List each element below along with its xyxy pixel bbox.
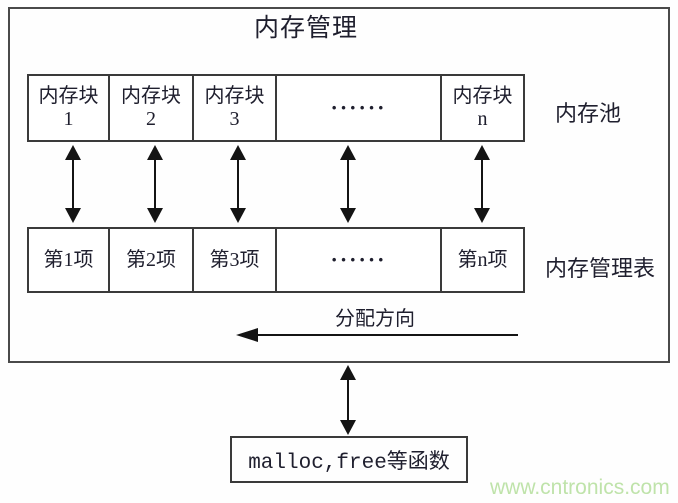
arrow-up-icon [230, 145, 246, 160]
arrow-down-icon [147, 208, 163, 223]
arrow-up-icon [65, 145, 81, 160]
ellipsis-dots: ······ [330, 247, 387, 272]
memory-block-1: 内存块 1 [27, 74, 110, 142]
table-ellipsis: ······ [275, 227, 442, 293]
memory-block-n: 内存块 n [440, 74, 525, 142]
table-item-3: 第3项 [192, 227, 277, 293]
double-arrow-link-1 [65, 145, 81, 223]
memory-pool-row: 内存块 1 内存块 2 内存块 3 ······ 内存块 n [27, 74, 525, 142]
allocation-arrow-shaft [254, 334, 518, 336]
memory-block-index: 2 [146, 108, 156, 130]
memory-block-name: 内存块 [38, 85, 99, 107]
allocation-direction-label: 分配方向 [335, 308, 415, 330]
arrow-down-icon [65, 208, 81, 223]
memory-block-index: 1 [63, 108, 74, 130]
arrow-left-icon [236, 328, 258, 342]
memory-block-name: 内存块 [452, 85, 513, 107]
management-table-row: 第1项 第2项 第3项 ······ 第n项 [27, 227, 525, 293]
memory-block-name: 内存块 [121, 85, 181, 107]
arrow-down-icon [230, 208, 246, 223]
arrow-up-icon [340, 365, 356, 380]
arrow-up-icon [147, 145, 163, 160]
functions-box: malloc,free等函数 [230, 436, 468, 483]
management-table-label: 内存管理表 [545, 256, 656, 281]
arrow-up-icon [474, 145, 490, 160]
arrow-up-icon [340, 145, 356, 160]
ellipsis-dots: ······ [330, 95, 387, 120]
watermark: www.cntronics.com [490, 476, 670, 499]
double-arrow-functions [340, 365, 356, 435]
memory-block-2: 内存块 2 [108, 74, 194, 142]
diagram-title: 内存管理 [254, 15, 359, 42]
table-item-label: 第3项 [209, 248, 260, 271]
memory-pool-ellipsis: ······ [275, 74, 442, 142]
memory-block-index: n [477, 108, 488, 130]
memory-block-index: 3 [229, 108, 240, 130]
memory-management-frame [8, 7, 670, 363]
memory-block-3: 内存块 3 [192, 74, 277, 142]
double-arrow-link-2 [147, 145, 163, 223]
table-item-2: 第2项 [108, 227, 194, 293]
table-item-label: 第2项 [126, 248, 176, 271]
table-item-n: 第n项 [440, 227, 525, 293]
double-arrow-link-n [474, 145, 490, 223]
arrow-down-icon [474, 208, 490, 223]
arrow-down-icon [340, 208, 356, 223]
memory-pool-label: 内存池 [555, 101, 622, 126]
arrow-down-icon [340, 420, 356, 435]
double-arrow-link-4 [340, 145, 356, 223]
table-item-label: 第n项 [457, 248, 508, 271]
double-arrow-link-3 [230, 145, 246, 223]
memory-block-name: 内存块 [204, 85, 265, 107]
table-item-1: 第1项 [27, 227, 110, 293]
table-item-label: 第1项 [43, 248, 94, 271]
